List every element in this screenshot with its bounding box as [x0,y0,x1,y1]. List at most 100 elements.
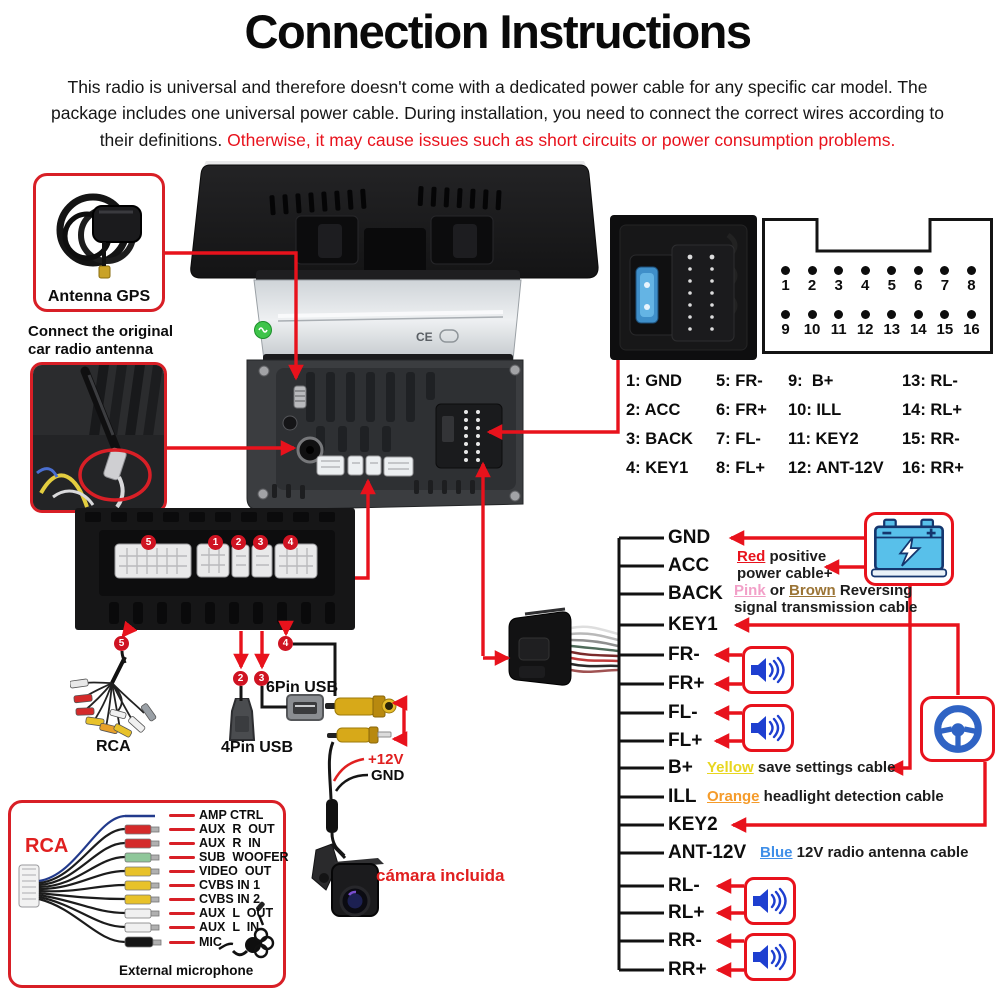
pin-number: 4 [861,277,870,294]
pin-def: 10: ILL [788,401,842,419]
intro-black-text: This radio is universal and therefore do… [50,77,944,150]
pin-dot [860,266,870,275]
rca-dash [169,870,195,873]
usb-4pin-label: 4Pin USB [221,739,294,756]
panel-connector-number-5: 5 [141,535,156,550]
wire-label-rl-minus: RL- [668,875,700,896]
back-note: Pink or Brown Reversing signal transmiss… [734,582,920,617]
connector-panel-photo: 5 1 2 3 4 [75,508,355,630]
car-antenna-note: Connect the original car radio antenna [28,323,174,358]
pin-dot [966,266,976,275]
car-antenna-photo [30,362,167,513]
cable-number-5: 5 [114,636,129,651]
pin-dot [966,310,976,319]
acc-note-color-word: Red [737,548,766,565]
rca-outputs-wires [18,814,275,959]
pin-number: 3 [834,277,843,294]
pin-def: 13: RL- [902,372,958,390]
wire-label-fr-plus: FR+ [668,673,705,694]
front-right-speaker-box [742,646,794,694]
wire-label-rl-plus: RL+ [668,902,705,923]
ant-note: Blue 12V radio antenna cable [760,844,968,862]
pin-dot [913,266,923,275]
car-battery-box [864,512,954,586]
pin-dot [940,310,950,319]
pin-dot [781,310,790,319]
pin-def: 9: B+ [788,372,834,390]
panel-connector-number-4: 4 [283,535,298,550]
connector-panel-image [75,508,355,630]
rca-bundle-label: RCA [96,738,131,755]
back-note-or: or [765,582,790,599]
gps-antenna-label: Antenna GPS [47,288,151,305]
gps-antenna-panel: Antenna GPS [33,173,165,312]
pin-number: 10 [803,321,821,338]
front-left-speaker-box [742,704,794,752]
rca-row-subwoofer: SUB WOOFER [199,850,289,864]
pin-def: 5: FR- [716,372,763,390]
pin-def: 12: ANT-12V [788,459,884,477]
rca-dash [169,898,195,901]
pin-number: 1 [781,277,790,294]
speaker-icon [753,887,787,915]
rca-bundle-cable [70,656,157,738]
rear-right-speaker-box [744,933,796,981]
pin-number: 5 [887,277,896,294]
rca-row-aux-l-in: AUX L IN [199,920,260,934]
steering-wheel-box [920,696,995,762]
rca-dash [169,828,195,831]
wire-label-rr-plus: RR+ [668,959,707,980]
intro-warning-text: Otherwise, it may cause issues such as s… [227,129,896,150]
steering-wheel-icon [933,705,982,753]
pin-definitions-col4: 13: RL- 14: RL+ 15: RR- 16: RR+ [902,372,964,488]
speaker-icon [751,714,785,742]
panel-connector-number-2: 2 [231,535,246,550]
pin-definitions-col3: 9: B+ 10: ILL 11: KEY2 12: ANT-12V [788,372,884,488]
speaker-icon [753,943,787,971]
rca-row-cvbs-in-2: CVBS IN 2 [199,892,261,906]
rca-row-cvbs-in-1: CVBS IN 1 [199,878,261,892]
rca-dash [169,814,195,817]
pin-dot [860,310,870,319]
pin-def: 2: ACC [626,401,681,419]
pin-def: 4: KEY1 [626,459,689,477]
pin-dot [807,310,817,319]
pin-dot [887,310,897,319]
back-note-pink-word: Pink [734,582,766,599]
rca-outputs-panel: RCA AMP CTRL AUX R OUT AUX R IN SUB WOOF… [8,800,289,988]
rca-dash [169,884,195,887]
pin-number: 6 [914,277,923,294]
ill-note-color-word: Orange [707,788,760,805]
pin-def: 6: FR+ [716,401,767,419]
pin-number: 8 [967,277,976,294]
pin-def: 14: RL+ [902,401,963,419]
pin-diagram: 1 2 3 4 5 6 7 8 9 10 11 12 13 14 15 16 [762,218,993,354]
rca-row-video-out: VIDEO OUT [199,864,272,878]
rca-box-title: RCA [25,835,69,857]
bplus-note-color-word: Yellow [707,759,754,776]
pin-dot [781,266,790,275]
rca-row-amp-ctrl: AMP CTRL [199,808,264,822]
pin-def: 3: BACK [626,430,693,448]
rca-dash [169,926,195,929]
speaker-icon [751,656,785,684]
pin-number: 9 [781,321,790,338]
usb-4pin-connector [228,698,256,741]
acc-note-rest: positive power cable+ [737,548,833,582]
pin-def: 15: RR- [902,430,960,448]
usb-6pin-label: 6Pin USB [266,679,339,696]
rca-dash [169,842,195,845]
pin-dot [834,310,844,319]
wire-label-ill: ILL [668,786,697,807]
panel-connector-number-1: 1 [208,535,223,550]
camera-video-plugs [325,695,397,744]
power-plug-photo [610,215,757,360]
battery-icon [870,518,948,578]
rca-row-aux-r-out: AUX R OUT [199,822,275,836]
pin-row-2: 9 10 11 12 13 14 15 16 [775,310,982,338]
pin-number: 7 [940,277,950,294]
rca-row-aux-l-out: AUX L OUT [199,906,274,920]
wire-label-key2: KEY2 [668,814,718,835]
pin-number: 16 [963,321,980,338]
wire-label-fl-minus: FL- [668,702,698,723]
